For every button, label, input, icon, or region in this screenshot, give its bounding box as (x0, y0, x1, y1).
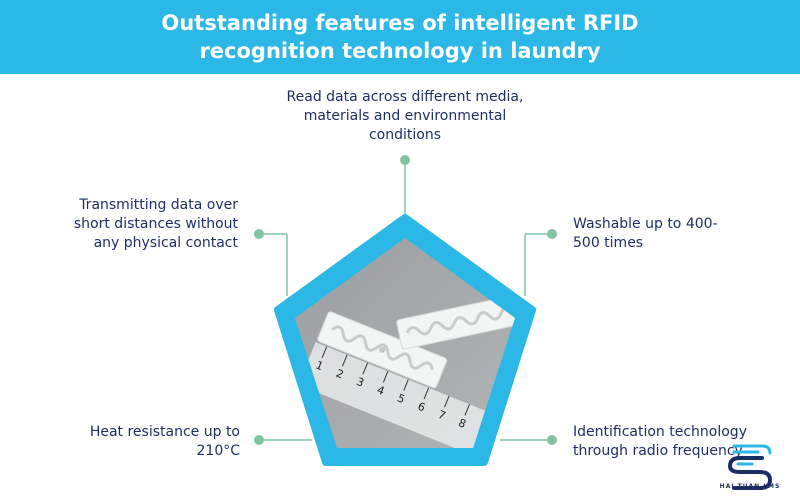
feature-heat-resistance: Heat resistance up to 210°C (89, 424, 240, 459)
ruler: 1 2 3 4 5 6 7 8 (298, 342, 492, 448)
rfid-tag-1 (317, 311, 448, 389)
ruler-tick-label: 6 (416, 400, 427, 415)
s-wave-logo-icon (727, 444, 773, 490)
ruler-tick-label: 3 (355, 375, 366, 390)
ruler-tick-label: 7 (436, 408, 447, 423)
feature-radio-frequency: Identification technology through radio … (573, 424, 747, 459)
brand-logo-text: HAI TUAN LMS (719, 483, 781, 490)
feature-washable: Washable up to 400-500 times (573, 216, 718, 251)
ruler-tick-label: 5 (395, 391, 406, 406)
connector-dot-top (400, 155, 410, 165)
connector-dot-bottom-right (547, 435, 557, 445)
ruler-tick-label: 8 (457, 416, 468, 431)
header-banner: Outstanding features of intelligent RFID… (0, 0, 800, 74)
ruler-tick-label: 4 (375, 383, 386, 398)
ruler-tick-label: 1 (314, 358, 325, 373)
feature-read-data: Read data across different media, materi… (286, 89, 524, 143)
page-title: Outstanding features of intelligent RFID… (161, 11, 639, 63)
connector-dot-top-right (547, 229, 557, 239)
connector-dot-top-left (254, 229, 264, 239)
feature-contactless-transmission: Transmitting data over short distances w… (73, 197, 238, 251)
connector-dot-bottom-left (254, 435, 264, 445)
rfid-tag-2 (396, 294, 515, 350)
ruler-tick-label: 2 (334, 367, 345, 382)
rfid-tag-photo: 1 2 3 4 5 6 7 8 (274, 214, 536, 466)
